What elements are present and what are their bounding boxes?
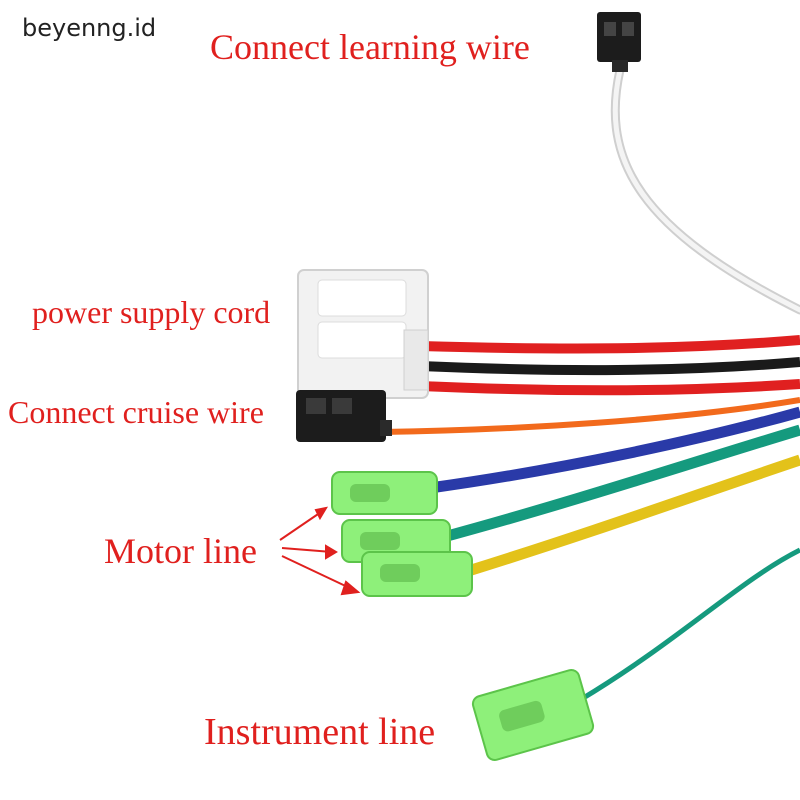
power-wire-red-bottom xyxy=(419,379,800,396)
watermark-text: beyenng.id xyxy=(22,14,157,42)
cruise-connector xyxy=(296,390,392,442)
motor-terminal-3 xyxy=(361,551,473,597)
motor-wire-green xyxy=(438,424,800,544)
motor-line-arrows xyxy=(279,506,361,596)
motor-line-label: Motor line xyxy=(104,531,257,571)
instrument-wire xyxy=(578,547,800,703)
power-supply-label: power supply cord xyxy=(32,294,271,330)
power-connector xyxy=(297,269,429,399)
motor-wire-blue xyxy=(429,406,800,494)
motor-wire-yellow xyxy=(463,454,800,578)
instrument-line-label: Instrument line xyxy=(204,711,436,753)
motor-terminal-1 xyxy=(331,471,438,515)
instrument-terminal xyxy=(471,669,595,761)
learning-wire-label: Connect learning wire xyxy=(210,27,530,67)
learning-connector xyxy=(597,12,641,72)
power-wire-red-top xyxy=(419,335,800,354)
power-wire-black xyxy=(419,357,800,376)
cruise-wire-label: Connect cruise wire xyxy=(8,394,264,430)
cruise-wire xyxy=(379,397,800,435)
learning-wire xyxy=(610,65,800,315)
